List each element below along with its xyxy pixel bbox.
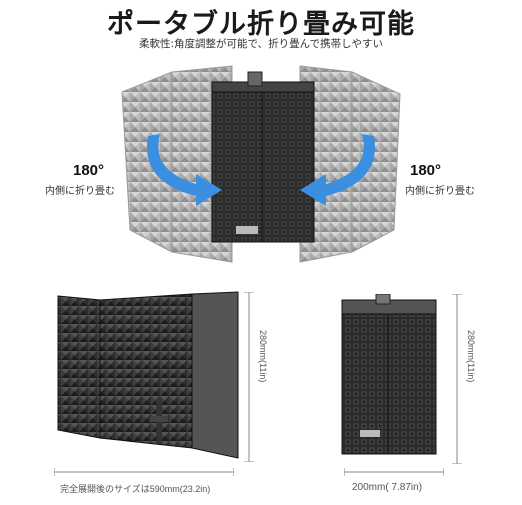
folded-unit-left: [211, 89, 263, 243]
folded-height-dimension-line: [452, 294, 462, 464]
fold-right-caption: 内側に折り畳む: [405, 186, 475, 197]
folded-box-knob: [375, 294, 391, 305]
folded-box-right: [387, 313, 437, 455]
folded-width-dimension-line: [344, 468, 444, 476]
fold-left-angle: 180°: [73, 162, 105, 179]
open-shield-illustration: [57, 291, 239, 459]
mic-mount-top: [247, 71, 263, 87]
open-height-dimension-line: [244, 292, 254, 462]
folded-unit-top: [211, 81, 315, 93]
folded-width-label: 200mm( 7.87in): [352, 482, 423, 493]
open-height-label: 280mm(11in): [258, 330, 268, 383]
folded-box-logo: [360, 430, 380, 437]
folded-unit-right: [261, 89, 315, 243]
page-subtitle: 柔軟性:角度調整が可能で、折り畳んで携帯しやすい: [139, 38, 383, 50]
fold-left-caption: 内側に折り畳む: [45, 186, 115, 197]
fold-arrow-right-icon: [300, 134, 375, 206]
fold-illustration: [121, 65, 401, 263]
folded-height-label: 280mm(11in): [466, 330, 476, 383]
page-title: ポータブル折り畳み可能: [107, 9, 415, 40]
open-width-dimension-line: [54, 468, 234, 476]
open-panel-left: [57, 295, 101, 439]
fold-right-angle: 180°: [410, 162, 442, 179]
folded-unit-logo: [236, 226, 258, 234]
folded-unit-illustration: [341, 294, 437, 455]
open-width-label: 完全展開後のサイズは590mm(23.2in): [60, 484, 211, 494]
open-panel-center: [99, 293, 193, 449]
open-panel-right: [191, 291, 239, 459]
gray-panel-right-outer: [351, 71, 401, 253]
gray-panel-left-outer: [121, 71, 173, 253]
fold-arrow-left-icon: [147, 134, 222, 206]
